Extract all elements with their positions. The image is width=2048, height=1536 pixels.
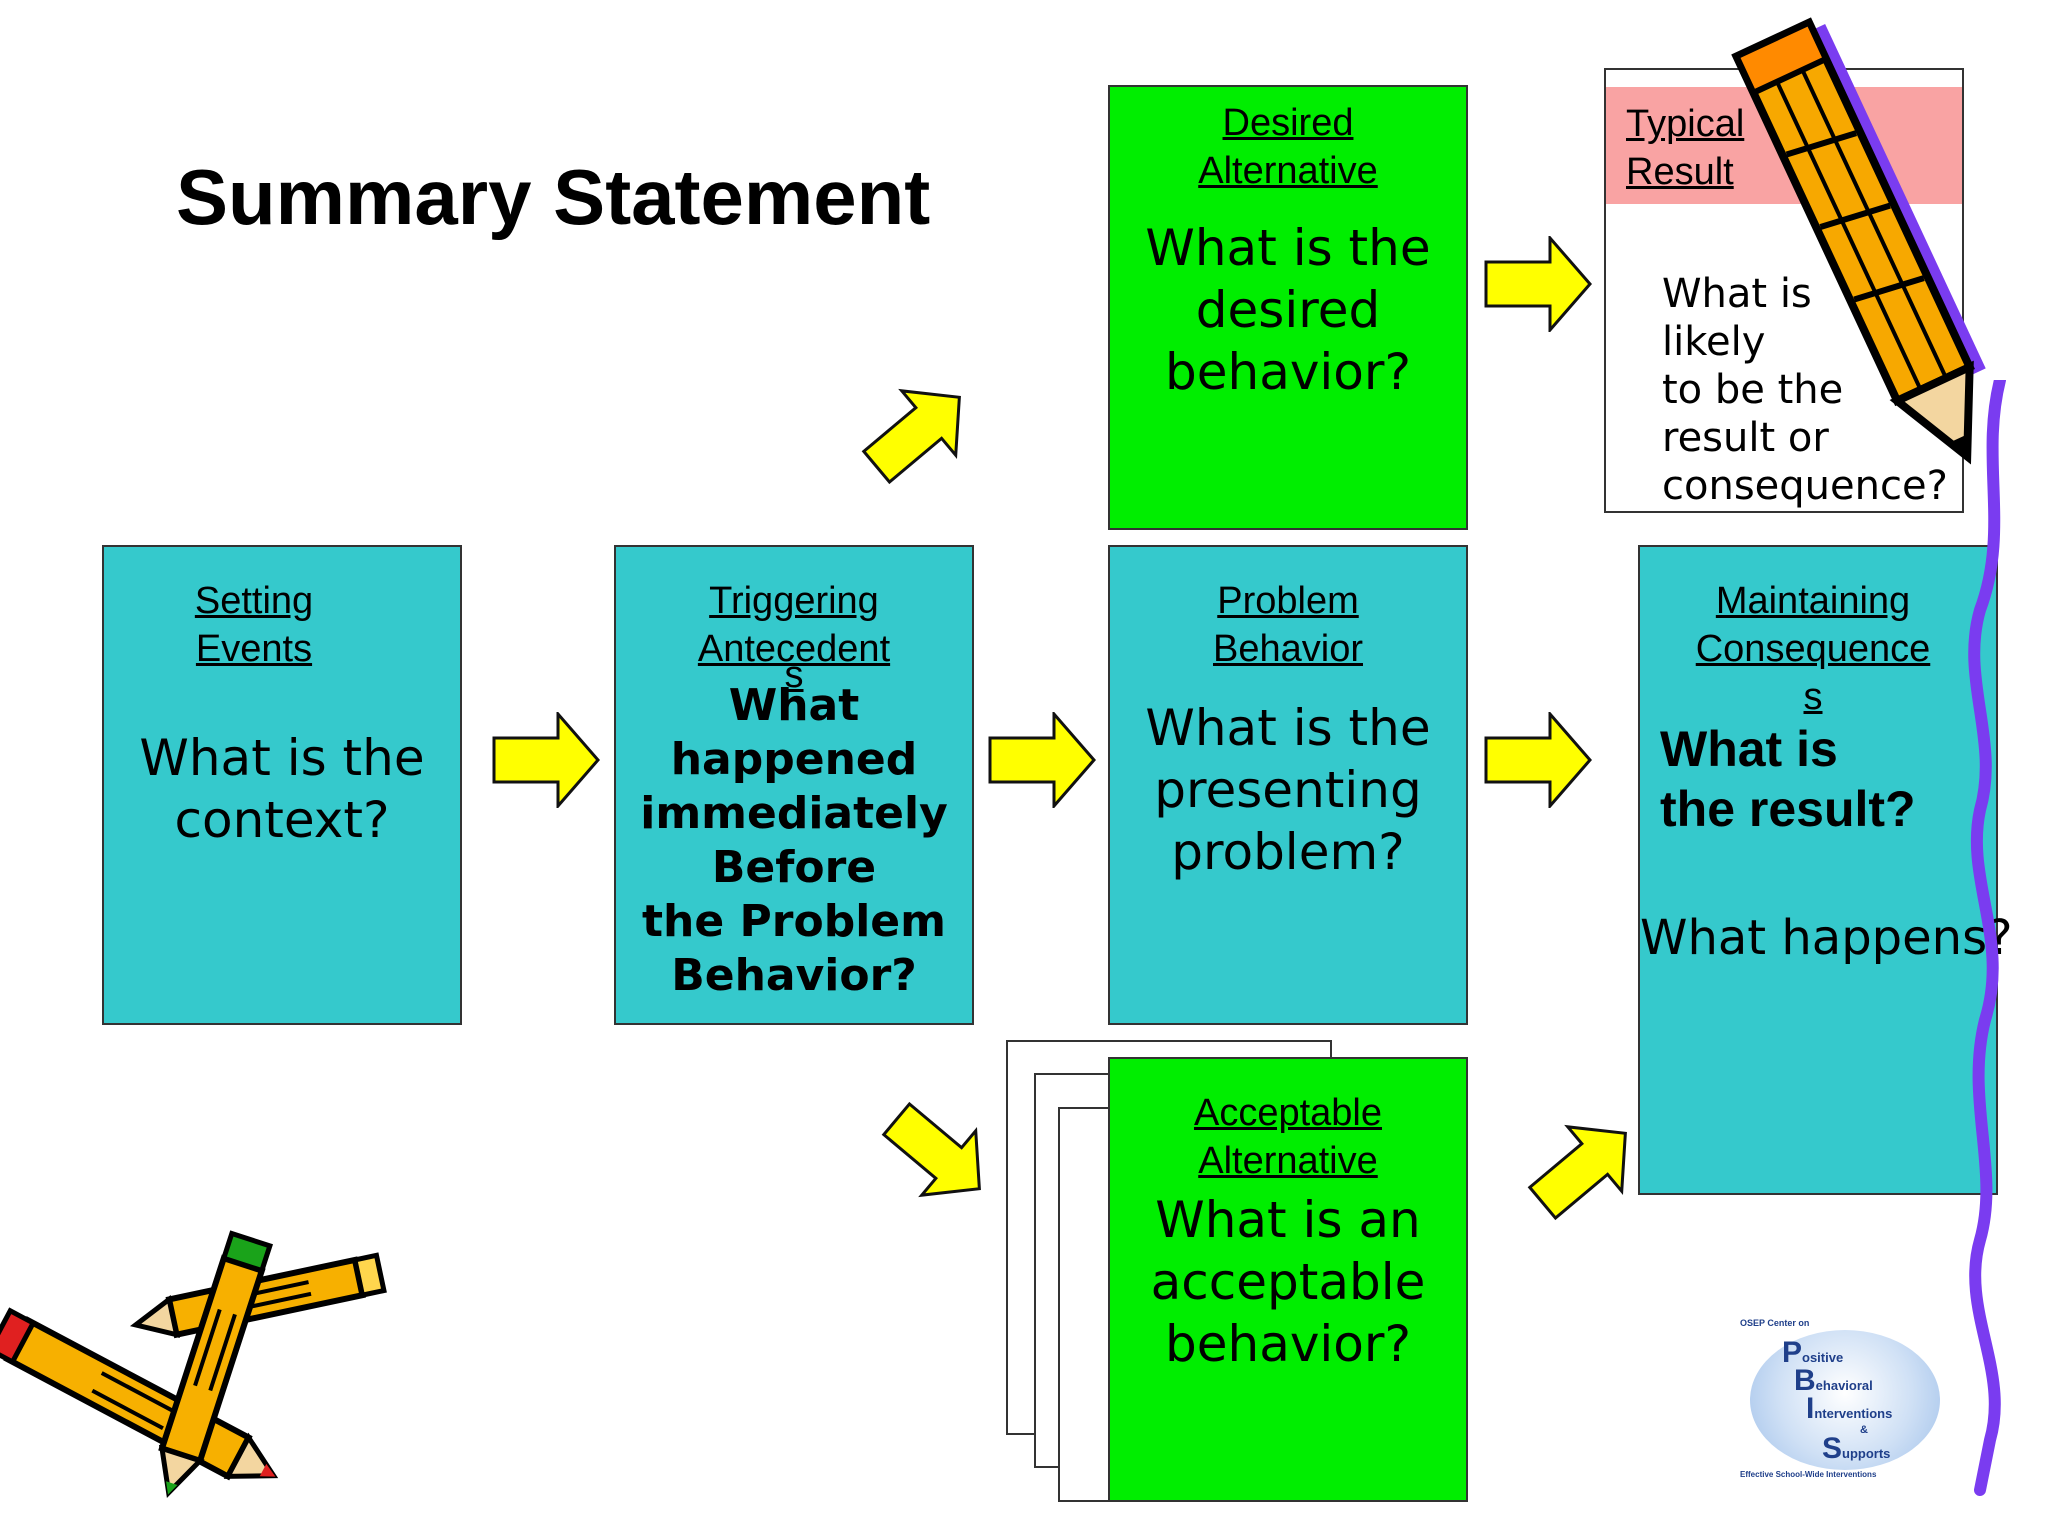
typical-result-question: What is likely to be the result or conse… — [1662, 271, 1948, 509]
pencil-clipart-icon — [1731, 17, 1986, 465]
desired-alternative-box: Desired Alternative What is the desired … — [1108, 85, 1468, 530]
typical-header-line2: Result — [1626, 151, 1734, 193]
typical-header-line1: Typical — [1626, 103, 1745, 145]
maintaining-consequences-question2: What happens? — [1640, 910, 2013, 966]
desired-header-line2: Alternative — [1198, 150, 1378, 192]
pbis-logo-bottom-text: Effective School-Wide Interventions — [1740, 1470, 1877, 1479]
triggering-antecedents-box: Triggering Antecedent s What happened im… — [614, 545, 974, 1025]
arrow-acceptable-to-maintaining — [1527, 1124, 1627, 1221]
problem-behavior-question: What is the presenting problem? — [1145, 699, 1431, 881]
pbis-logo-top-text: OSEP Center on — [1740, 1318, 1810, 1328]
problem-header-line2: Behavior — [1213, 628, 1363, 670]
triggering-antecedents-question: What happened immediately Before the Pro… — [640, 680, 948, 1001]
purple-squiggle-decoration — [1968, 380, 2006, 1496]
pbis-letter-b: B — [1794, 1364, 1816, 1397]
triggering-header-line3: s — [784, 654, 804, 696]
pbis-letter-i: I — [1806, 1392, 1815, 1425]
arrow-triggering-to-desired — [861, 388, 961, 485]
pbis-logo-circle — [1750, 1330, 1940, 1470]
setting-events-header: Setting Events — [94, 577, 414, 673]
arrow-problem-to-maintaining — [1484, 712, 1592, 808]
desired-alternative-question: What is the desired behavior? — [1145, 219, 1431, 401]
pbis-ampersand: & — [1860, 1424, 1868, 1436]
desired-alternative-header: Desired Alternative — [1110, 99, 1466, 195]
pbis-logo: OSEP Center on Positive Behavioral Inter… — [1740, 1318, 1970, 1484]
maintaining-header-line1: Maintaining — [1715, 580, 1911, 622]
crossed-pencils-clipart-icon — [0, 1230, 387, 1498]
maintaining-consequences-box: Maintaining Consequence s What is the re… — [1638, 545, 2013, 1195]
setting-events-question: What is the context? — [139, 729, 425, 849]
typical-result-header: Typical Result — [1626, 100, 1744, 196]
arrow-desired-to-typical — [1484, 236, 1592, 332]
acceptable-header-line2: Alternative — [1198, 1140, 1378, 1182]
maintaining-consequences-header: Maintaining Consequence s — [1630, 577, 1996, 721]
arrow-setting-to-triggering — [492, 712, 600, 808]
arrow-triggering-to-acceptable — [881, 1101, 981, 1198]
page-title: Summary Statement — [176, 153, 931, 241]
pbis-word-interventions: nterventions — [1814, 1406, 1893, 1421]
pbis-word-positive: ositive — [1802, 1350, 1844, 1365]
triggering-antecedents-header: Triggering Antecedent s — [616, 577, 972, 699]
triggering-header-line2: Antecedent — [697, 628, 891, 670]
maintaining-header-line2: Consequence — [1695, 628, 1931, 670]
pbis-word-supports: upports — [1842, 1446, 1891, 1461]
desired-header-line1: Desired — [1222, 102, 1354, 144]
problem-behavior-header: Problem Behavior — [1110, 577, 1466, 673]
acceptable-alternative-box: Acceptable Alternative What is an accept… — [1108, 1057, 1468, 1502]
problem-behavior-box: Problem Behavior What is the presenting … — [1108, 545, 1468, 1025]
pbis-letter-p: P — [1782, 1336, 1803, 1369]
pbis-letter-s: S — [1822, 1432, 1843, 1465]
maintaining-header-line3: s — [1803, 676, 1823, 718]
acceptable-alternative-header: Acceptable Alternative — [1110, 1089, 1466, 1185]
acceptable-alternative-question: What is an acceptable behavior? — [1150, 1191, 1426, 1373]
setting-events-header-line2: Events — [195, 628, 313, 670]
setting-events-header-line1: Setting — [194, 580, 314, 622]
problem-header-line1: Problem — [1217, 580, 1359, 622]
pbis-word-behavioral: ehavioral — [1815, 1378, 1873, 1393]
setting-events-box: Setting Events What is the context? — [102, 545, 462, 1025]
acceptable-header-line1: Acceptable — [1193, 1092, 1382, 1134]
triggering-header-line1: Triggering — [709, 580, 879, 622]
maintaining-consequences-question: What is the result? — [1660, 721, 1916, 837]
pbis-logo-letters: Positive Behavioral Interventions & Supp… — [1782, 1336, 1893, 1465]
arrow-triggering-to-problem — [988, 712, 1096, 808]
